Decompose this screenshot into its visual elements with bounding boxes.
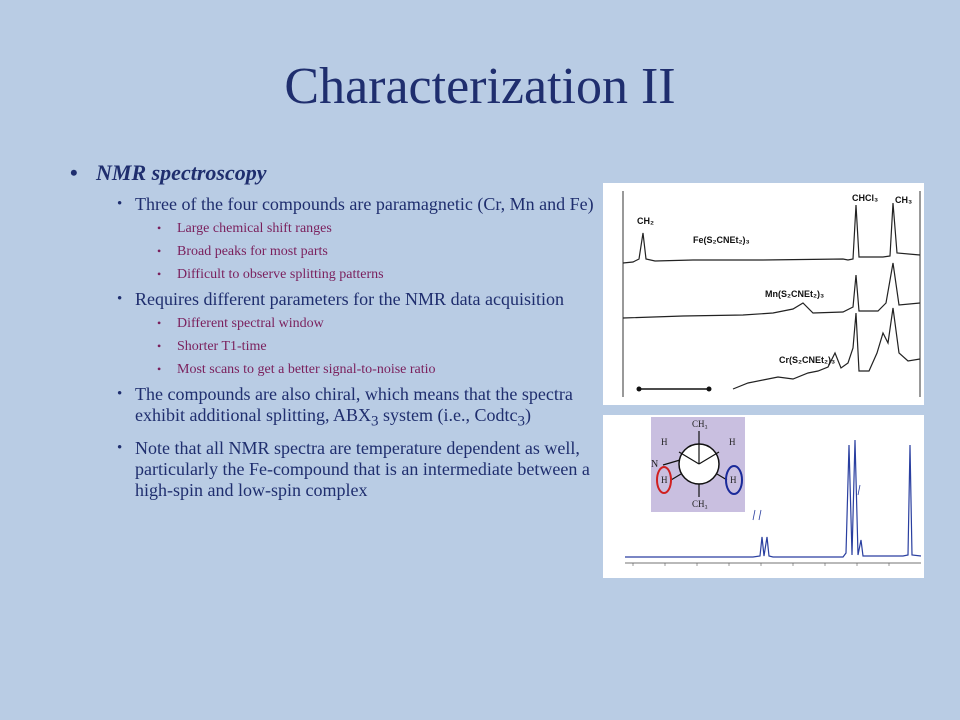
fe-spectrum-trace [622, 202, 921, 264]
slide-content: NMR spectroscopy Three of the four compo… [70, 160, 600, 506]
chiral-sub: 3 [371, 413, 379, 430]
sub-item: Large chemical shift ranges [157, 219, 600, 238]
item-chiral: The compounds are also chiral, which mea… [117, 384, 600, 433]
sub-item: Broad peaks for most parts [157, 242, 600, 261]
red-highlight-oval [656, 466, 672, 494]
slide-title: Characterization II [284, 58, 676, 115]
newman-n-label: N [651, 459, 658, 470]
blue-highlight-oval [725, 465, 743, 495]
label-ch2: CH₂ [637, 216, 654, 226]
proton-spectrum-trace [625, 439, 922, 558]
label-fe: Fe(S₂CNEt₂)₃ [693, 235, 750, 245]
mn-spectrum-trace [622, 262, 921, 319]
spectrum-ticks [632, 563, 890, 566]
newman-h-bottom-left: H [661, 475, 668, 485]
sub-item: Different spectral window [157, 314, 600, 333]
label-mn: Mn(S₂CNEt₂)₃ [765, 289, 824, 299]
chiral-text-end: ) [524, 405, 531, 425]
newman-h-top-right: H [729, 437, 736, 447]
bullet-nmr: NMR spectroscopy [70, 160, 600, 186]
newman-h-bottom-right: H [730, 475, 737, 485]
sub-item: Most scans to get a better signal-to-noi… [157, 360, 600, 379]
sub-item: Difficult to observe splitting patterns [157, 265, 600, 284]
item-parameters: Requires different parameters for the NM… [117, 289, 600, 310]
newman-bottom-label: CH₃ [692, 499, 708, 509]
label-cr: Cr(S₂CNEt₂)₃ [779, 355, 835, 365]
chiral-sub-2: 3 [517, 413, 525, 430]
label-chcl3: CHCl₃ [852, 193, 878, 203]
chiral-text: The compounds are also chiral, which mea… [135, 384, 573, 425]
chiral-text-middle: system (i.e., Codtc [378, 405, 518, 425]
sub-item: Shorter T1-time [157, 337, 600, 356]
newman-nmr-figure: CH₃ CH₃ H H H H N [603, 415, 924, 578]
nmr-spectra-figure: CH₂ Fe(S₂CNEt₂)₃ CHCl₃ CH₃ Mn(S₂CNEt₂)₃ … [603, 183, 924, 405]
item-paramagnetic: Three of the four compounds are paramagn… [117, 194, 600, 215]
scale-bar-end [636, 386, 642, 392]
newman-nmr-svg: CH₃ CH₃ H H H H N [625, 417, 922, 566]
newman-top-label: CH₃ [692, 419, 708, 429]
scale-bar-end [706, 386, 712, 392]
nmr-spectra-svg: CH₂ Fe(S₂CNEt₂)₃ CHCl₃ CH₃ Mn(S₂CNEt₂)₃ … [622, 191, 921, 397]
item-temperature: Note that all NMR spectra are temperatur… [117, 438, 600, 501]
label-ch3: CH₃ [895, 195, 912, 205]
cr-spectrum-trace [732, 307, 921, 390]
newman-h-top-left: H [661, 437, 668, 447]
